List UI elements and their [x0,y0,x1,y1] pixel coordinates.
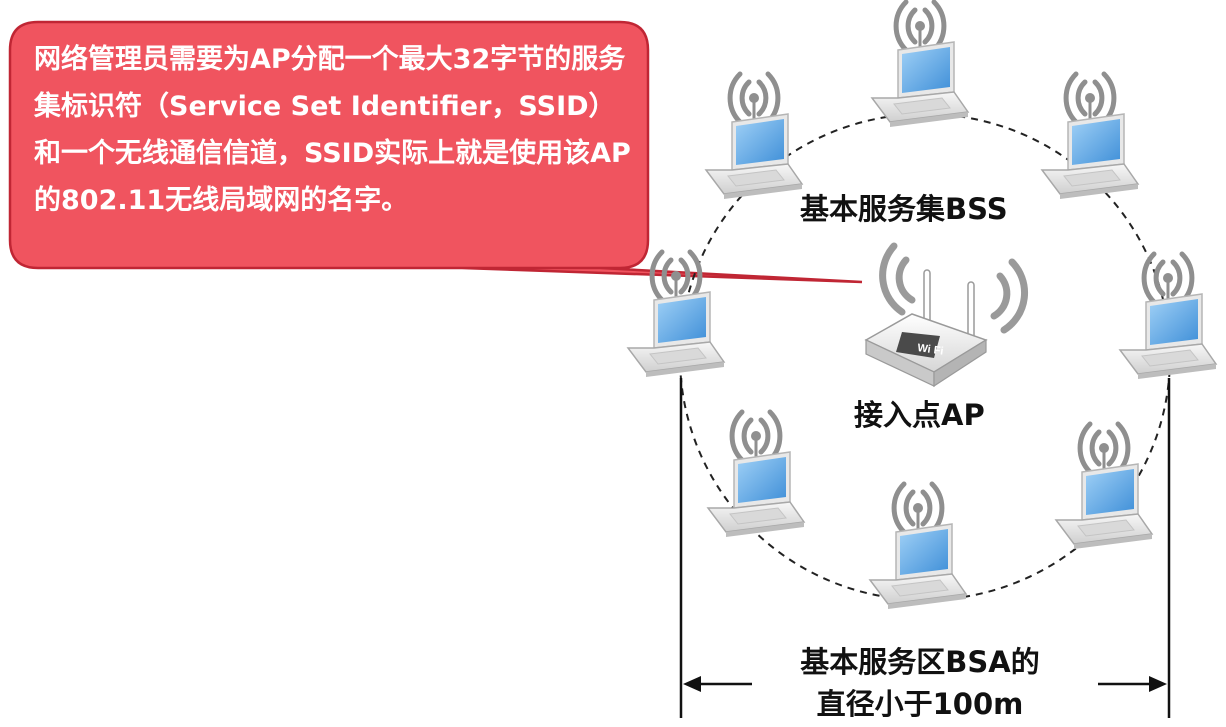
laptop-top [872,2,968,127]
wifi-sticker-text: Wi Fi [917,342,945,358]
laptop-right [1120,254,1216,379]
bss-label: 基本服务集BSS [800,192,1008,226]
callout-text: 网络管理员需要为AP分配一个最大32字节的服务集标识符（Service Set … [34,44,631,216]
bsa-label-line2: 直径小于100m [816,687,1024,721]
bsa-label: 基本服务区BSA的 直径小于100m [760,641,1080,725]
bsa-label-line1: 基本服务区BSA的 [800,645,1040,679]
laptop-top-left [706,74,802,199]
laptop-bottom [870,484,966,609]
laptop-bottom-left [708,412,804,537]
laptop-top-right [1042,74,1138,199]
laptop-bottom-right [1056,424,1152,549]
bsa-diameter-marker [679,378,1171,718]
access-point-router [864,242,1028,388]
ap-label: 接入点AP [854,398,985,432]
